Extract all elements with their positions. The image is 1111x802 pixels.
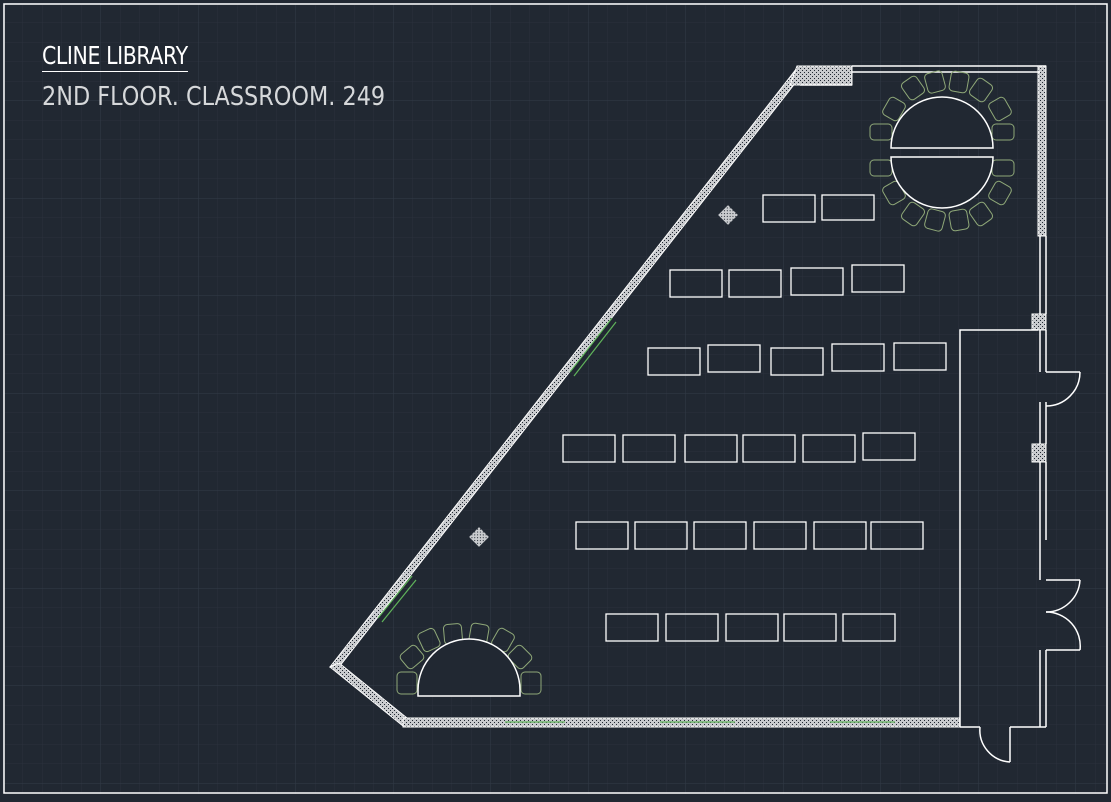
round-table-chairs	[869, 70, 1015, 232]
doors	[979, 371, 1081, 763]
column-lower	[469, 527, 489, 547]
desk-row-3	[647, 342, 947, 376]
drawing-title: CLINE LIBRARY	[42, 41, 188, 72]
desk-row-2	[669, 264, 905, 298]
round-table	[869, 70, 1015, 232]
drawing-subtitle: 2ND FLOOR. CLASSROOM. 249	[42, 82, 386, 112]
door-double	[1045, 579, 1081, 651]
drawing-border	[3, 3, 1108, 794]
door-upper	[1045, 371, 1081, 407]
interior-lines	[800, 65, 1047, 728]
half-round-table-chairs	[396, 622, 542, 695]
windows	[377, 317, 895, 723]
desk-row-1	[762, 194, 875, 223]
desk-row-6	[605, 613, 896, 642]
exterior-walls	[328, 65, 1047, 728]
half-round-table	[396, 622, 542, 697]
desk-row-4	[562, 432, 916, 463]
desk-row-5	[575, 521, 924, 550]
door-bottom	[979, 726, 1011, 763]
desks	[562, 194, 947, 642]
